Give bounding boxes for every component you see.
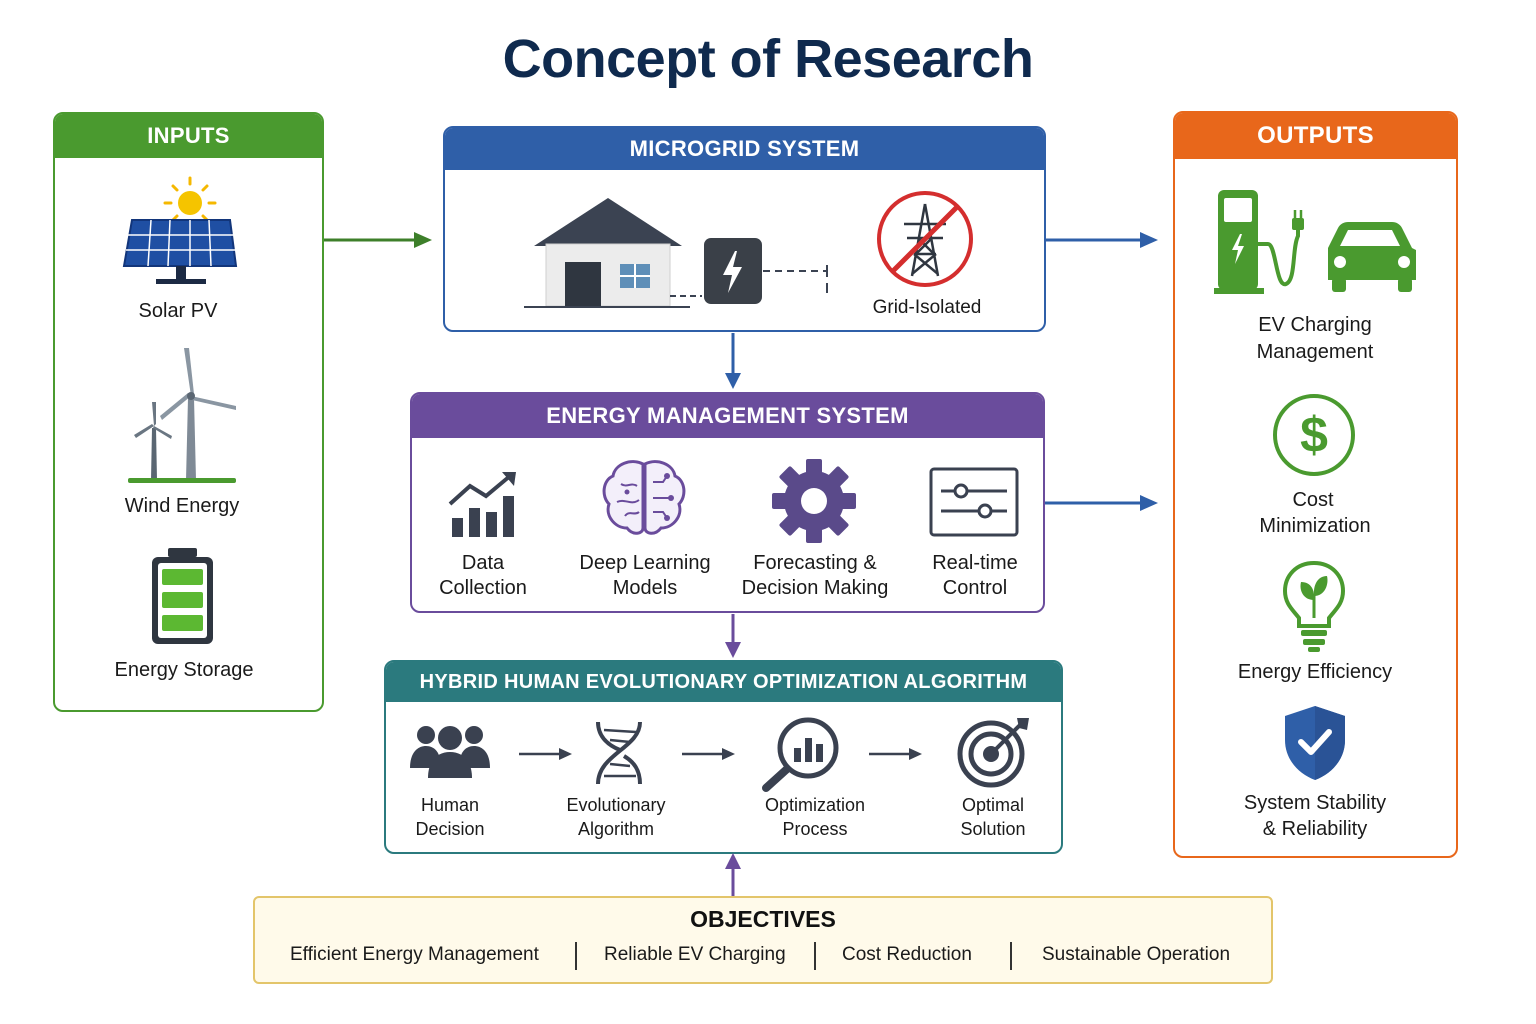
outputs-header: OUTPUTS	[1175, 113, 1456, 159]
objectives-panel	[253, 896, 1273, 984]
magnifier-chart-icon	[762, 717, 839, 792]
ems-label-data-2: Collection	[439, 577, 527, 599]
ems-label-forecast-1: Forecasting &	[753, 552, 877, 574]
hheoa-label-optimal-1: Optimal	[961, 795, 1024, 815]
objective-item-4: Sustainable Operation	[1042, 944, 1231, 965]
output-label-stability-2: & Reliability	[1262, 818, 1368, 840]
ems-label-control-2: Control	[942, 577, 1008, 599]
lightbulb-icon	[1282, 560, 1346, 652]
microgrid-header: MICROGRID SYSTEM	[445, 128, 1044, 170]
output-label-ev-2: Management	[1256, 341, 1374, 363]
arrow-microgrid-to-ems	[725, 333, 741, 389]
output-label-ev-1: EV Charging	[1258, 314, 1372, 336]
output-label-cost-2: Minimization	[1259, 515, 1371, 537]
ems-header: ENERGY MANAGEMENT SYSTEM	[412, 394, 1043, 438]
step-arrow-3	[869, 748, 922, 760]
people-icon	[410, 726, 490, 778]
ev-charger-icon	[1214, 190, 1416, 294]
input-label-storage: Energy Storage	[114, 659, 254, 681]
hheoa-header: HYBRID HUMAN EVOLUTIONARY OPTIMIZATION A…	[386, 662, 1061, 702]
target-icon	[957, 718, 1029, 788]
ems-label-forecast-2: Decision Making	[741, 577, 889, 599]
output-label-efficiency: Energy Efficiency	[1237, 661, 1393, 683]
page-title: Concept of Research	[502, 29, 1034, 89]
objective-item-2: Reliable EV Charging	[604, 944, 786, 965]
house-icon	[524, 198, 702, 308]
arrow-objectives-to-hheoa	[725, 853, 741, 897]
hheoa-label-opt-1: Optimization	[764, 795, 866, 815]
ems-label-data-1: Data	[461, 552, 505, 574]
objective-separator	[1010, 942, 1012, 970]
input-label-solar: Solar PV	[138, 300, 218, 322]
objective-separator	[814, 942, 816, 970]
hheoa-label-optimal-2: Solution	[960, 819, 1026, 839]
hheoa-label-human-1: Human	[420, 795, 480, 815]
step-arrow-2	[682, 748, 735, 760]
grid-isolated-label: Grid-Isolated	[872, 297, 982, 318]
dollar-icon: $	[1273, 394, 1355, 476]
objective-item-3: Cost Reduction	[842, 944, 972, 965]
hheoa-label-human-2: Decision	[415, 819, 485, 839]
output-label-stability-1: System Stability	[1243, 792, 1387, 814]
arrow-microgrid-to-outputs	[1046, 232, 1158, 248]
chart-icon	[448, 472, 516, 537]
hheoa-label-evo-1: Evolutionary	[566, 795, 666, 815]
step-arrow-1	[519, 748, 572, 760]
arrow-ems-to-hheoa	[725, 614, 741, 658]
objective-separator	[575, 942, 577, 970]
shield-check-icon	[1285, 706, 1345, 780]
hheoa-label-evo-2: Algorithm	[577, 819, 655, 839]
svg-text:$: $	[1300, 407, 1328, 463]
ems-label-dl-2: Models	[612, 577, 678, 599]
objective-item-1: Efficient Energy Management	[290, 944, 539, 965]
ems-label-control-1: Real-time	[932, 552, 1018, 574]
brain-icon	[602, 460, 686, 535]
arrow-ems-to-outputs	[1045, 495, 1158, 511]
ems-label-dl-1: Deep Learning	[579, 552, 711, 574]
gear-icon	[772, 459, 856, 543]
no-grid-icon	[877, 191, 973, 287]
input-label-wind: Wind Energy	[124, 495, 240, 517]
battery-icon	[152, 548, 213, 644]
battery-storage-icon	[704, 238, 828, 304]
wind-turbine-icon	[128, 348, 236, 483]
objectives-header: OBJECTIVES	[690, 906, 836, 932]
arrow-inputs-to-microgrid	[324, 232, 432, 248]
sliders-icon	[929, 467, 1019, 537]
hheoa-label-opt-2: Process	[782, 819, 848, 839]
inputs-header: INPUTS	[55, 114, 322, 158]
output-label-cost-1: Cost	[1292, 489, 1334, 511]
solar-panel-icon	[122, 176, 238, 284]
dna-icon	[596, 721, 642, 785]
